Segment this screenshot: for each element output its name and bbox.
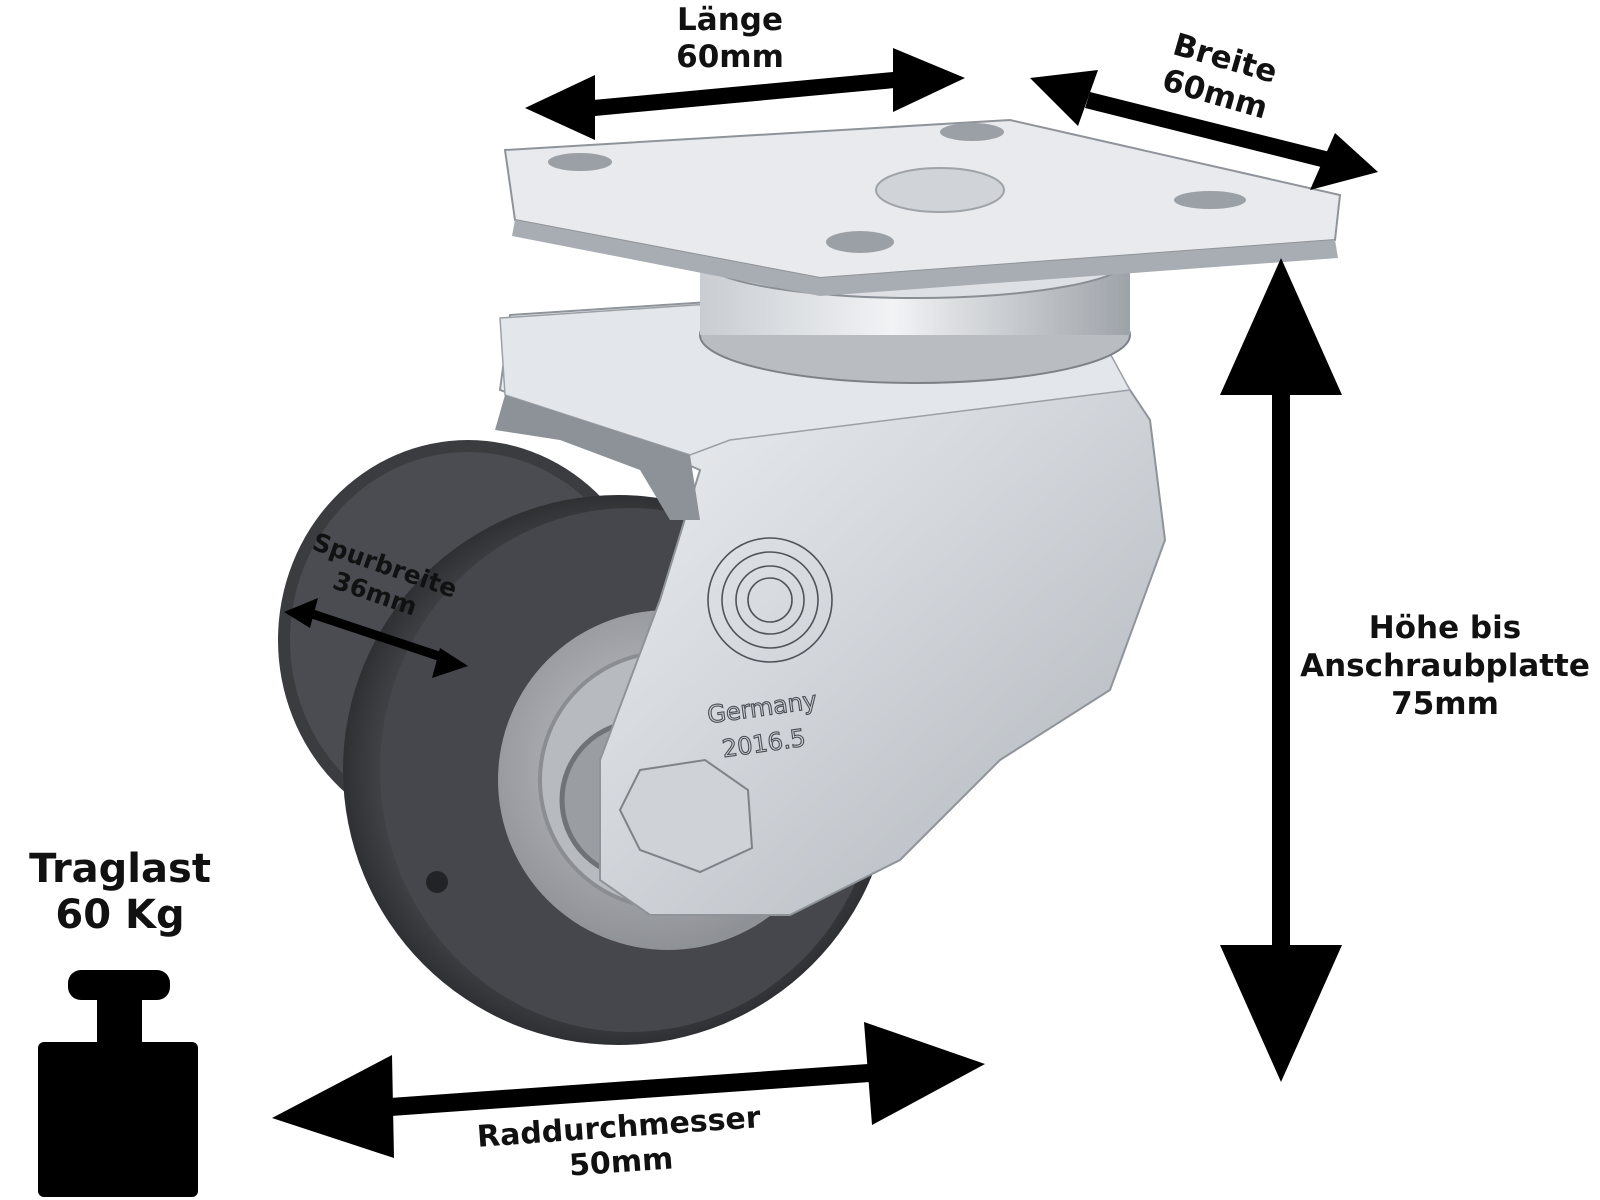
plate-hole-2	[940, 123, 1004, 141]
weight-icon	[38, 970, 198, 1197]
fork-left-side	[495, 395, 700, 520]
height-label: Höhe bis Anschraubplatte 75mm	[1290, 610, 1600, 723]
width-arrow-icon	[1030, 70, 1378, 190]
length-label-name: Länge	[677, 2, 783, 38]
mounting-plate-edge	[512, 220, 1338, 296]
length-arrow-icon	[525, 48, 965, 140]
wheel-diameter-arrow-icon	[272, 1022, 985, 1158]
track-width-arrow-icon	[284, 598, 468, 678]
load-capacity-label-name: Traglast	[29, 846, 211, 892]
height-label-value: 75mm	[1391, 685, 1499, 722]
load-capacity-label: Traglast 60 Kg	[10, 846, 230, 938]
height-label-line2: Anschraubplatte	[1300, 647, 1590, 684]
height-label-line1: Höhe bis	[1368, 610, 1522, 646]
plate-hole-4	[826, 231, 894, 253]
plate-hole-3	[1174, 191, 1246, 209]
length-label-value: 60mm	[676, 38, 784, 75]
plate-hole-1	[548, 153, 612, 171]
length-label: Länge 60mm	[600, 2, 860, 75]
load-capacity-label-value: 60 Kg	[55, 892, 185, 938]
caster-wheel: Germany 2016.5	[278, 118, 1342, 1045]
engraving-logo	[707, 537, 833, 663]
wheel-dot	[426, 871, 448, 893]
axle-bolt	[618, 758, 754, 874]
plate-center-boss	[875, 167, 1005, 213]
height-arrow-icon	[1220, 258, 1342, 1082]
